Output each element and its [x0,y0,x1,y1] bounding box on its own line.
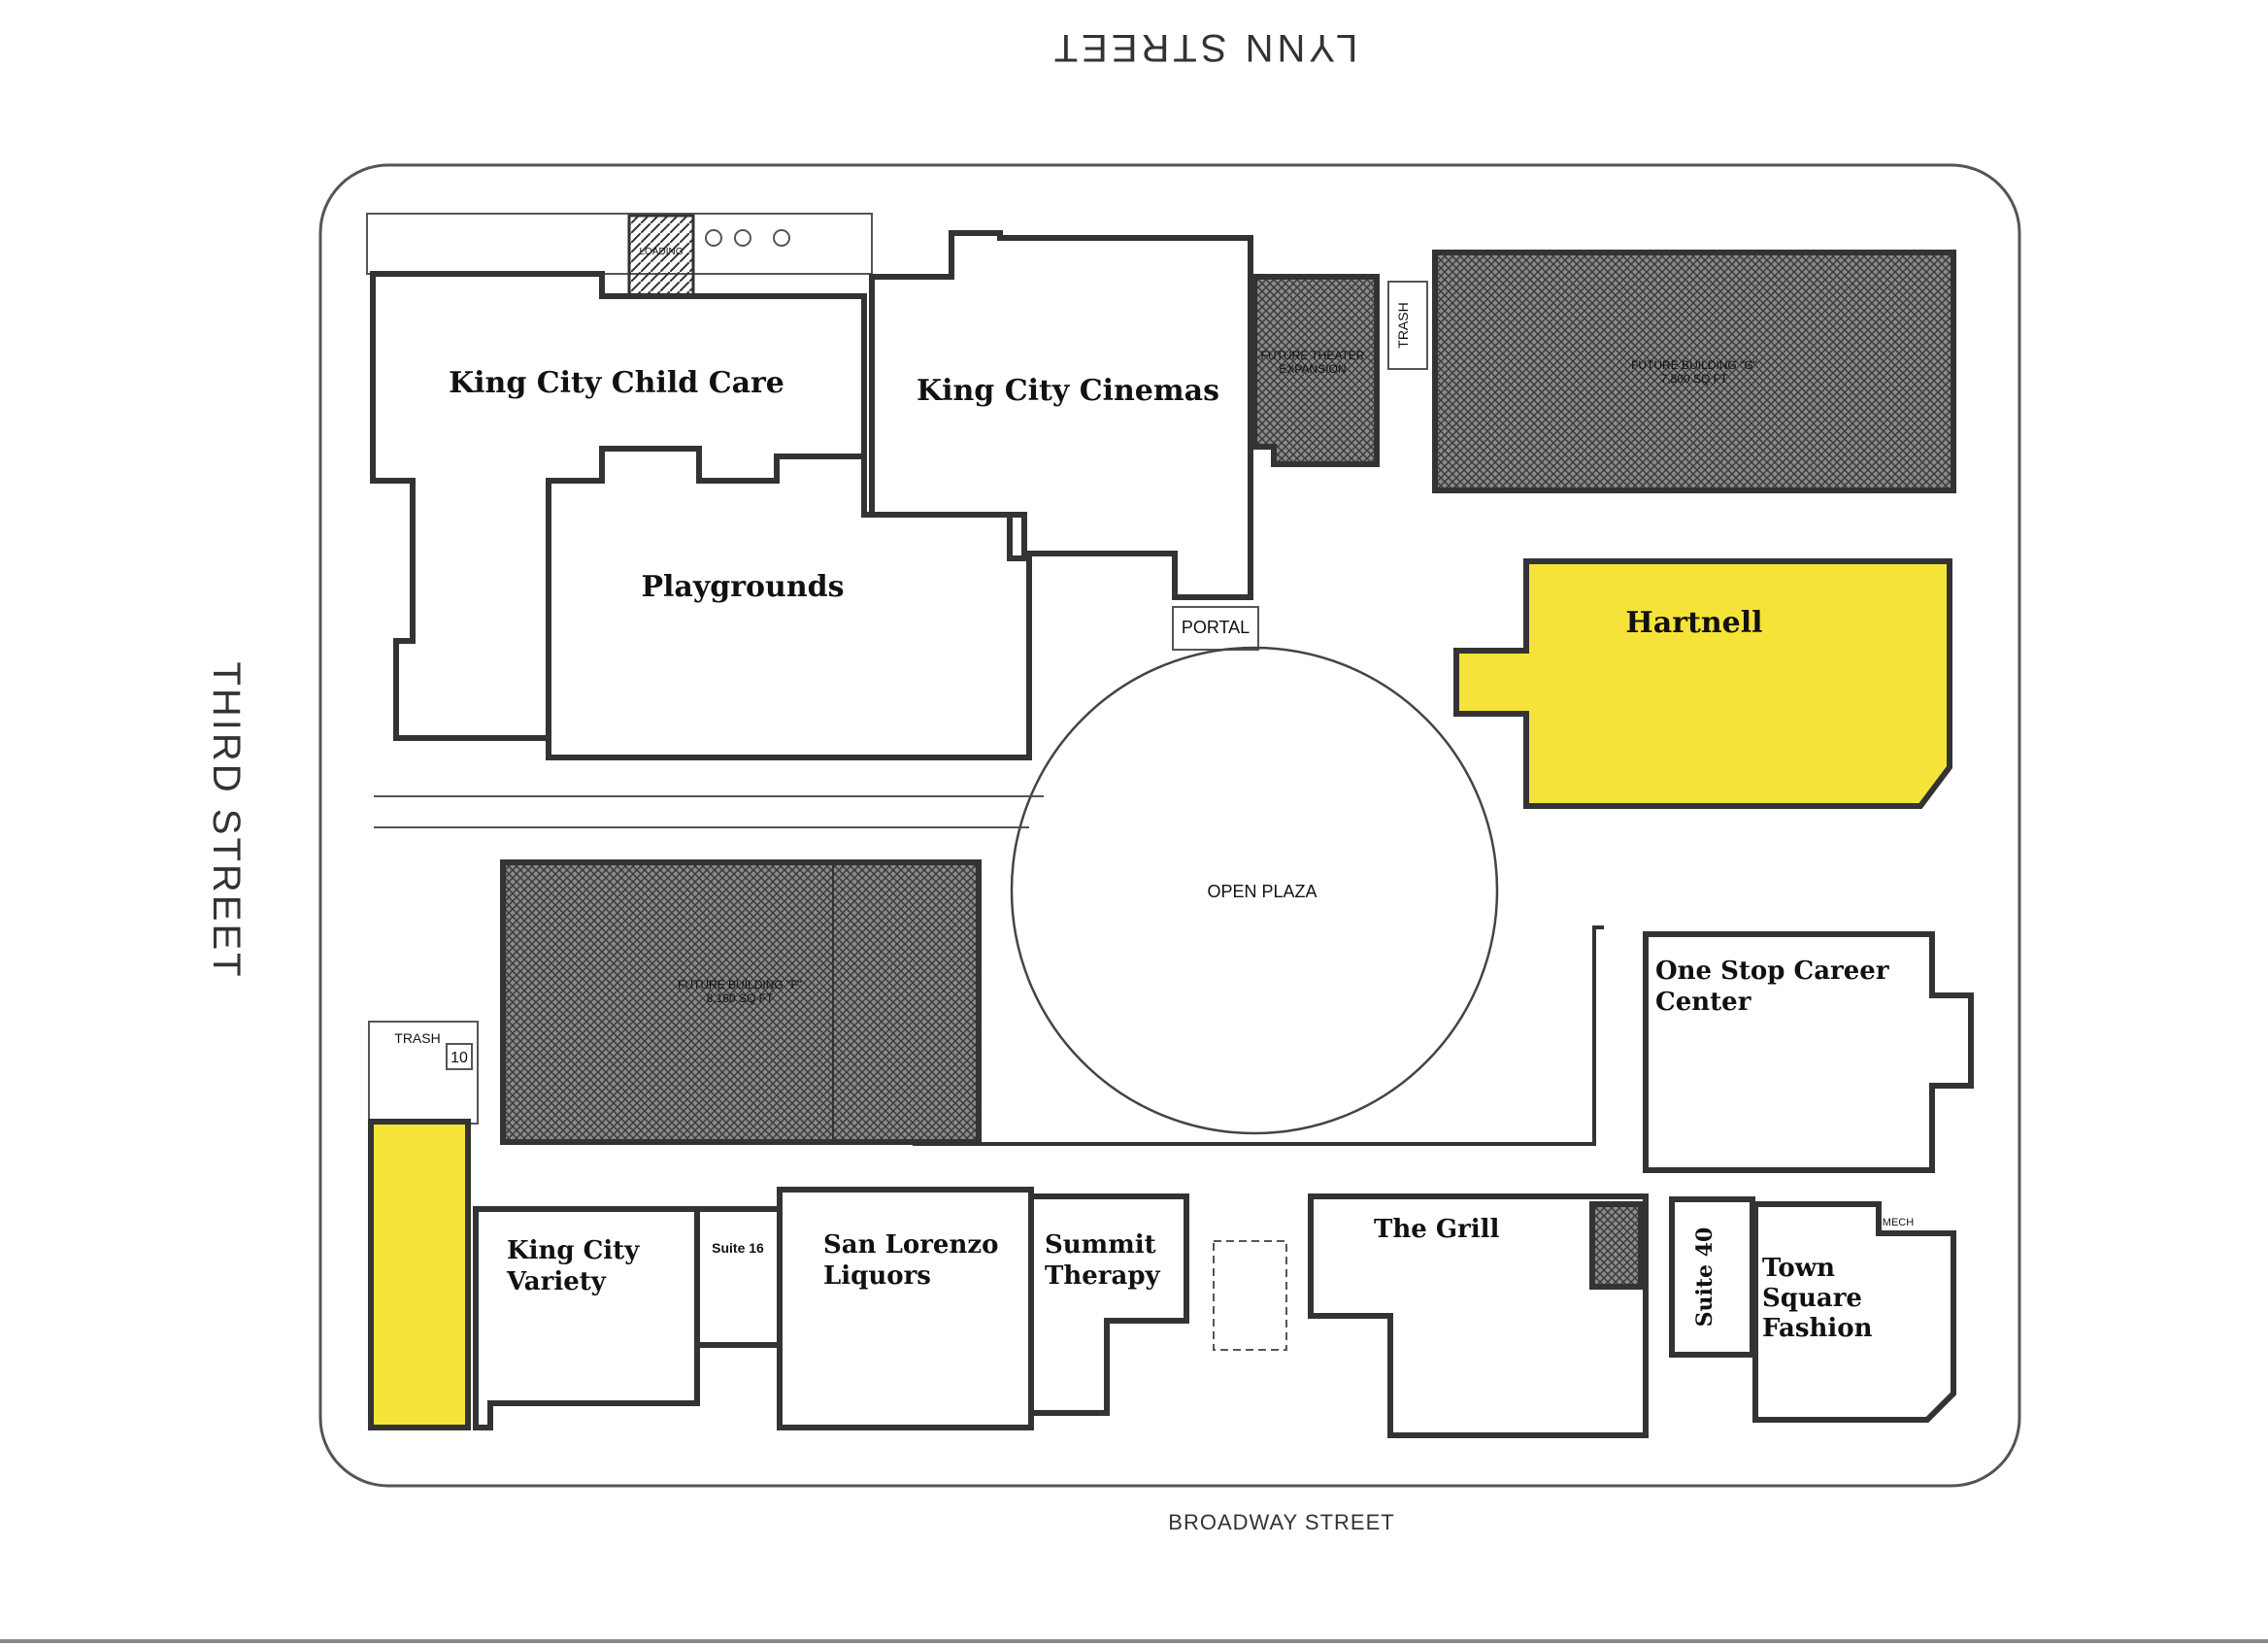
fashion-label-3: Fashion [1762,1314,1873,1343]
the-grill [1308,1193,1649,1438]
variety-label-1: King City [507,1236,640,1265]
cinemas-label: King City Cinemas [917,374,1219,408]
suite-40[interactable] [1669,1196,1755,1358]
open-plaza [1010,646,1499,1135]
career-label-2: Center [1655,988,1751,1017]
san-lorenzo-liquors [777,1187,1034,1430]
suite-16-label: Suite 16 [712,1240,764,1256]
future-f-label-1: FUTURE BUILDING "F" [678,978,802,992]
open-plaza-label: OPEN PLAZA [1207,882,1317,901]
hartnell-building[interactable] [1453,558,1952,809]
mech-room-hatch [1589,1201,1644,1290]
variety-label-2: Variety [506,1267,607,1296]
fashion-label-1: Town [1762,1254,1835,1283]
trash-label-left: TRASH [394,1030,440,1046]
summit-therapy [1028,1193,1189,1416]
liquors-label-2: Liquors [823,1261,931,1291]
future-building-g [1432,250,1956,493]
grill-label: The Grill [1374,1215,1500,1244]
trash-number: 10 [450,1050,468,1066]
loading-label: LOADING [639,247,683,257]
highlighted-suite-left[interactable] [368,1119,471,1430]
street-label-bottom: BROADWAY STREET [1168,1510,1394,1534]
cinemas-building [869,230,1253,600]
arcade-line [913,925,1604,1146]
liquors-label-1: San Lorenzo [823,1230,998,1260]
therapy-label-1: Summit [1045,1230,1156,1260]
future-theater-expansion [1251,274,1380,467]
playgrounds-area [546,446,1032,760]
fashion-label-2: Square [1762,1284,1862,1313]
mech-label: MECH [1883,1217,1914,1228]
hartnell-label: Hartnell [1625,606,1762,640]
town-square-fashion [1752,1201,1956,1423]
site-boundary [318,163,2021,1488]
top-service-strip [366,213,873,301]
one-stop-career-center [1643,931,1974,1173]
future-f-label-2: 8,160 SQ FT [707,992,774,1005]
portal-label: PORTAL [1182,618,1250,637]
kiosk [1213,1240,1287,1351]
street-label-top: LYNN STREET [1051,26,1358,69]
street-label-left: THIRD STREET [205,661,248,979]
loading-dock [627,214,695,301]
future-theater-label-2: EXPANSION [1279,362,1346,376]
future-g-label-2: 7,800 SQ FT [1661,372,1728,386]
future-g-label-1: FUTURE BUILDING "G" [1631,358,1757,372]
child-care-label: King City Child Care [449,366,784,400]
future-theater-label-1: FUTURE THEATER [1261,349,1365,362]
future-building-f [500,859,982,1145]
career-label-1: One Stop Career [1655,957,1889,986]
playgrounds-label: Playgrounds [641,570,844,604]
trash-area-top [1387,281,1428,370]
therapy-label-2: Therapy [1045,1261,1161,1291]
trash-label-top: TRASH [1395,302,1411,348]
suite-40-label: Suite 40 [1692,1227,1718,1328]
suite-16[interactable] [694,1206,783,1348]
